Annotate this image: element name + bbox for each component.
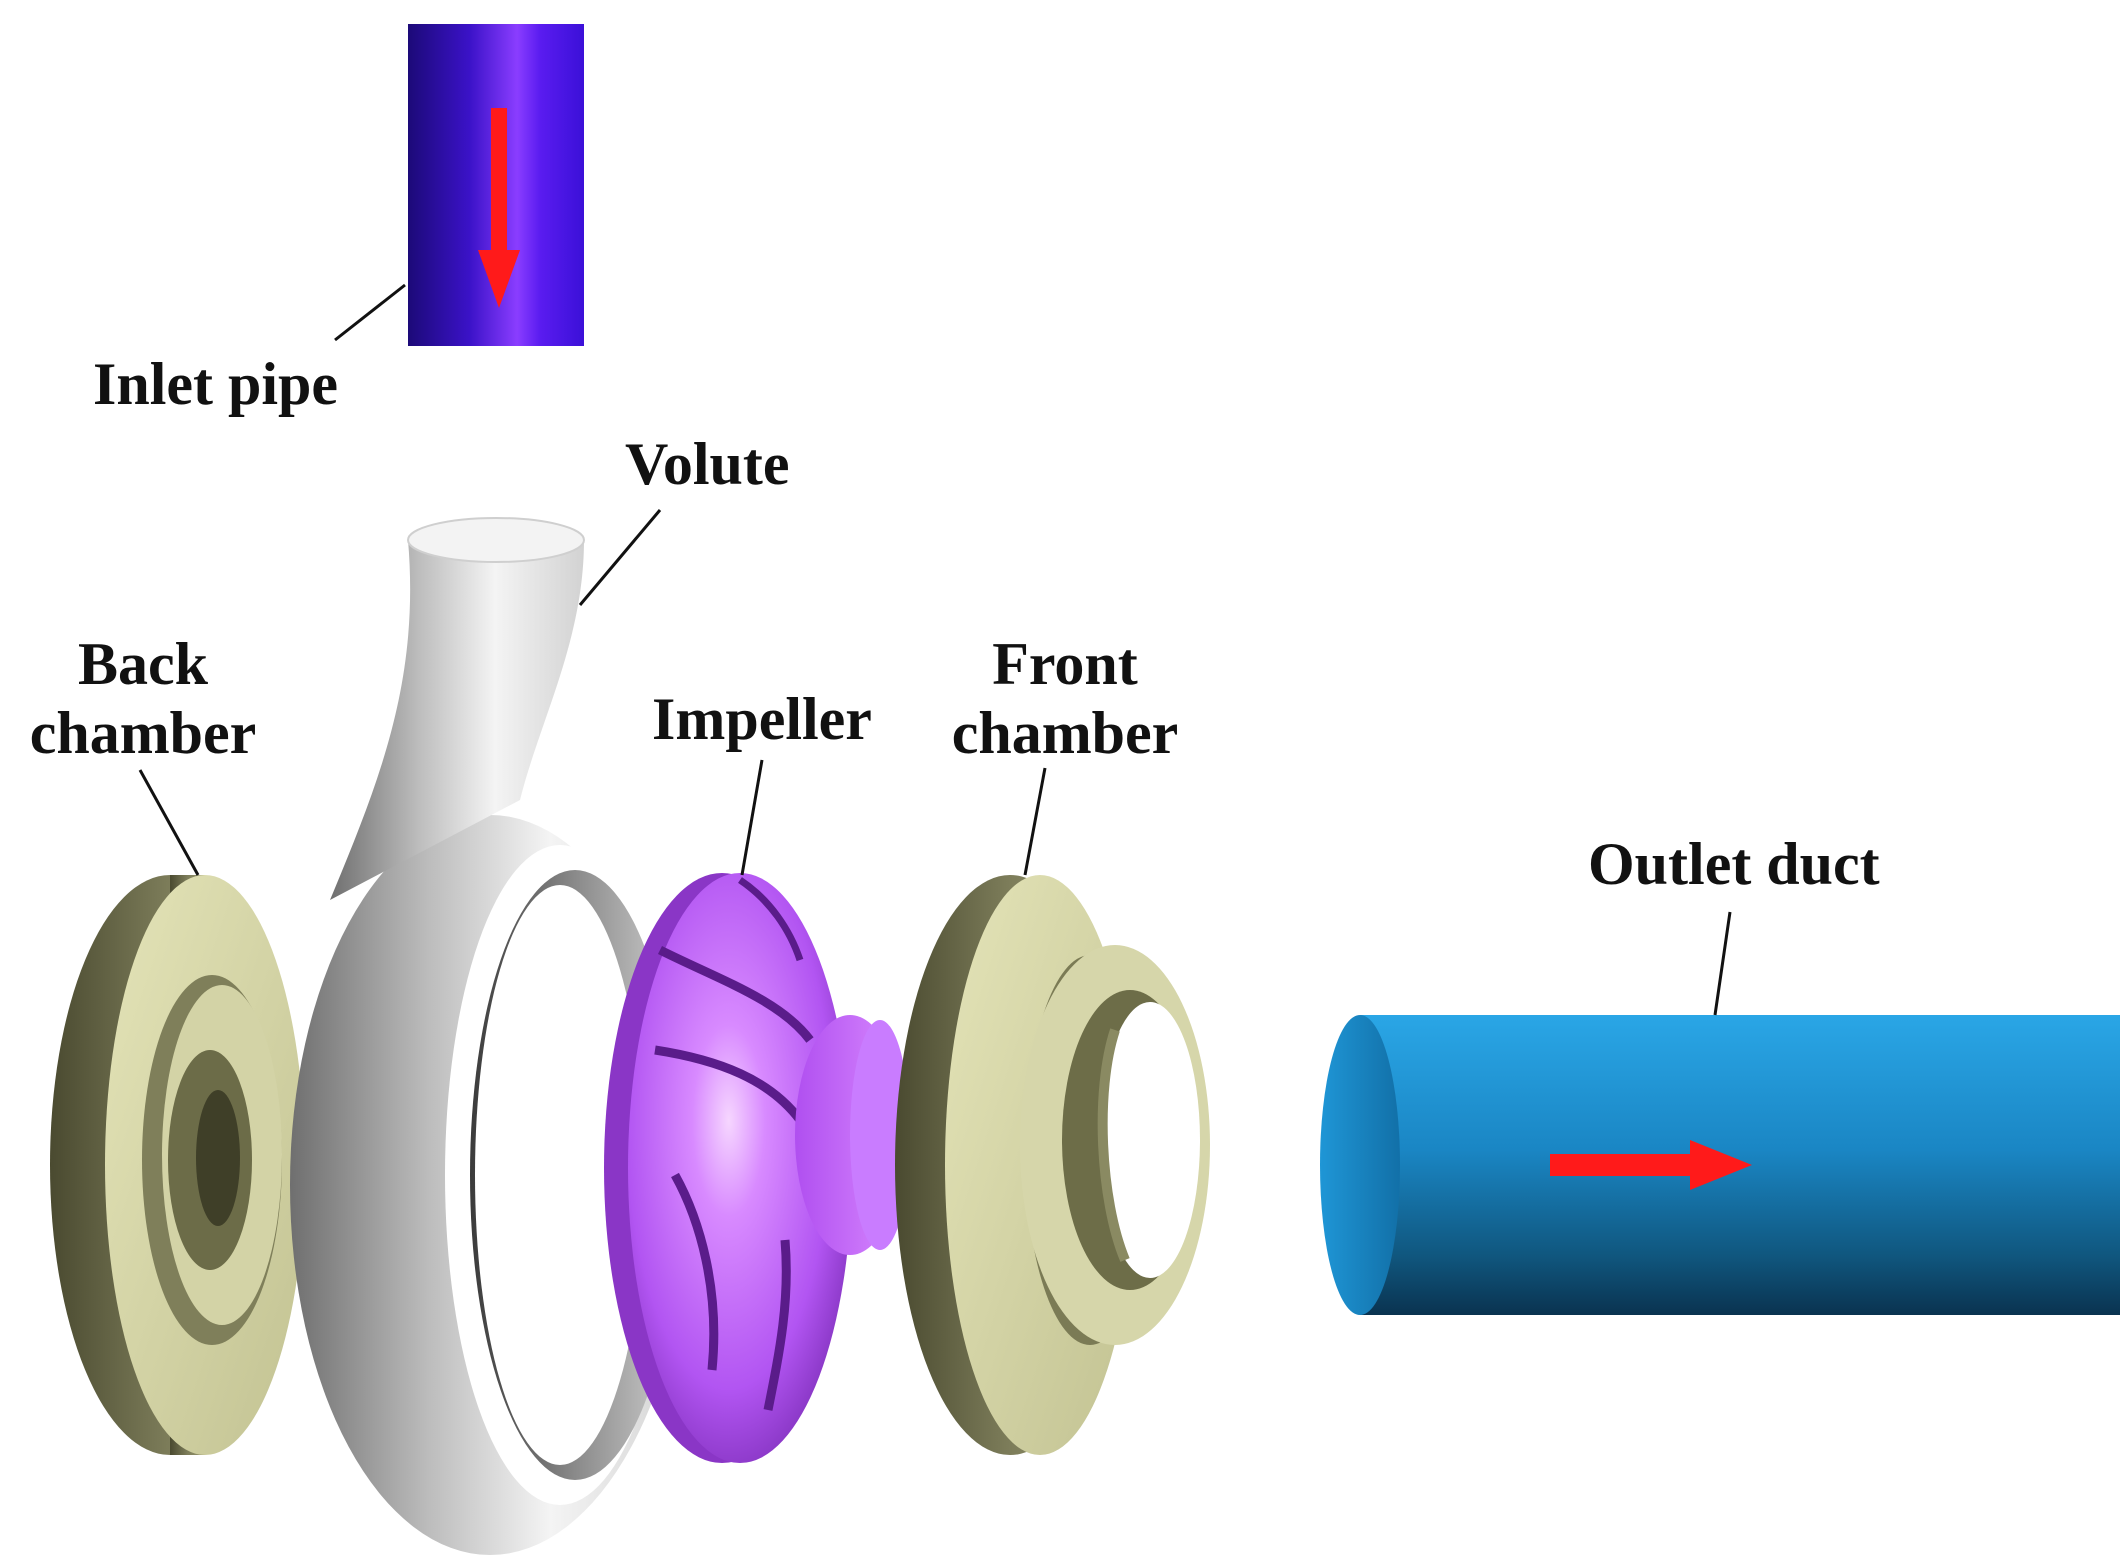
inlet-flow-arrow-icon [478, 108, 520, 308]
front-chamber [895, 875, 1210, 1455]
back-chamber-label-line1: Back [77, 631, 209, 697]
impeller-label: Impeller [652, 686, 872, 752]
volute-label: Volute [625, 431, 790, 497]
front-chamber-leader [1023, 767, 1047, 876]
impeller [604, 873, 910, 1463]
back-chamber [50, 875, 305, 1455]
outlet-flow-arrow-icon [1550, 1140, 1752, 1190]
volute [290, 517, 690, 1555]
impeller-leader [740, 759, 764, 876]
inlet-pipe-label: Inlet pipe [93, 351, 339, 417]
back-chamber-label-line2: chamber [29, 700, 257, 766]
back-chamber-leader [138, 769, 200, 876]
volute-leader [578, 509, 662, 606]
outlet-duct-label: Outlet duct [1588, 831, 1880, 897]
back-chamber-label: Back chamber [18, 630, 268, 768]
outlet-duct-leader [1713, 911, 1732, 1016]
front-chamber-label: Front chamber [940, 630, 1190, 768]
front-chamber-label-line2: chamber [951, 700, 1179, 766]
front-chamber-label-line1: Front [992, 631, 1138, 697]
inlet-pipe-leader [334, 283, 406, 342]
